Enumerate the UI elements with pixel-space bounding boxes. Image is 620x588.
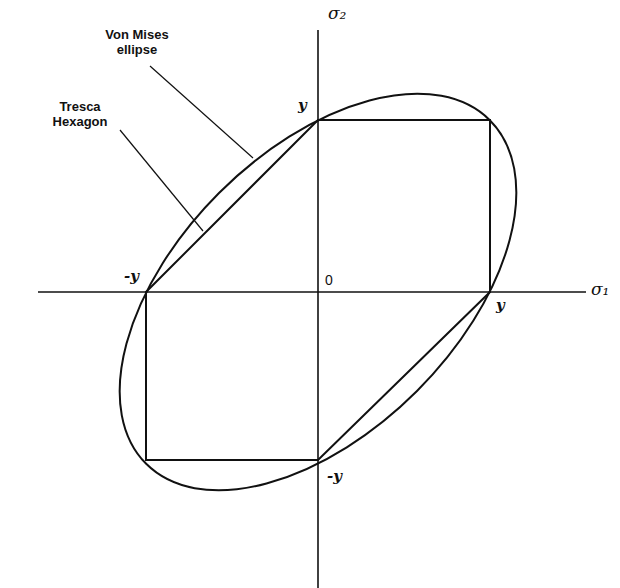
leader-line bbox=[150, 66, 253, 158]
axis-label: σ₂ bbox=[326, 4, 348, 24]
origin-label: 0 bbox=[323, 272, 335, 288]
axis-value: -y bbox=[122, 268, 141, 285]
axis-value: y bbox=[494, 297, 507, 314]
axis-value: y bbox=[296, 97, 309, 114]
callout-label: Tresca Hexagon bbox=[40, 100, 120, 130]
sigma2-axis bbox=[317, 30, 319, 588]
leader-line bbox=[120, 130, 203, 231]
sigma1-axis bbox=[38, 291, 586, 293]
callout-label: Von Mises ellipse bbox=[96, 28, 178, 58]
tresca-hexagon bbox=[146, 120, 490, 460]
axis-label: σ₁ bbox=[589, 280, 611, 300]
von-mises-ellipse bbox=[47, 21, 589, 563]
axis-value: -y bbox=[325, 468, 344, 485]
